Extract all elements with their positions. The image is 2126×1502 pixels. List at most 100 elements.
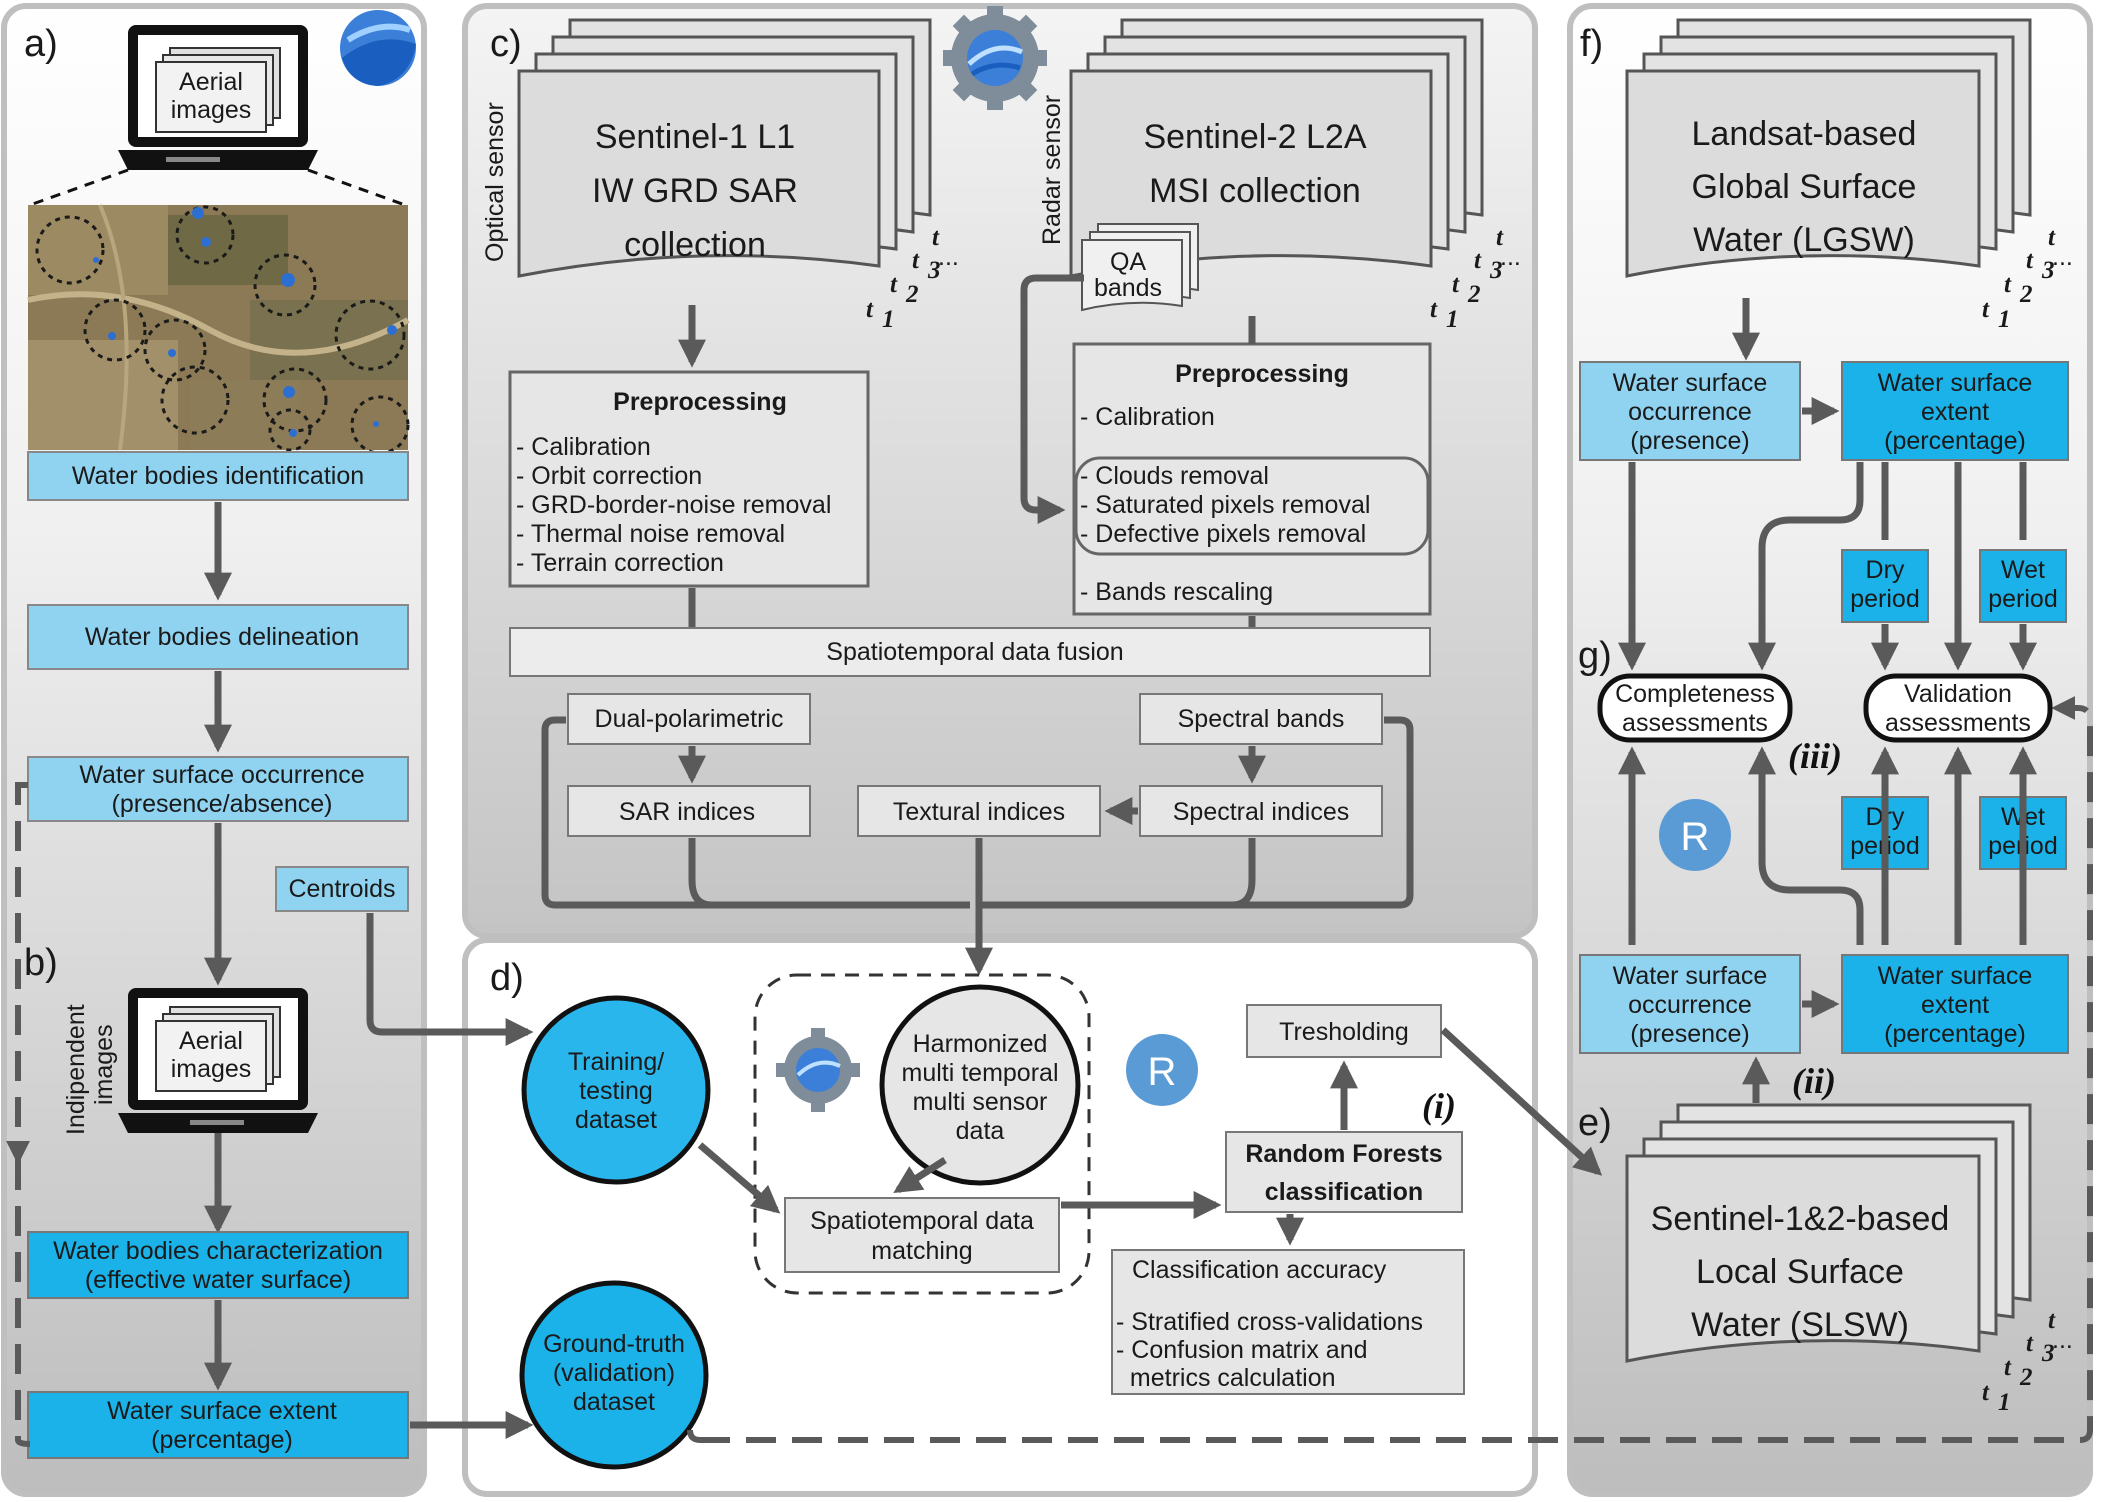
preprocessing-msi-item-defective: - Defective pixels removal bbox=[1080, 520, 1366, 548]
water-bodies-identification-box bbox=[27, 451, 409, 501]
data-fusion-label: Spatiotemporal data fusion bbox=[826, 638, 1123, 666]
water-bodies-delineation-label: Water bodies delineation bbox=[85, 623, 359, 651]
lgsw-dry-period-box bbox=[1841, 549, 1929, 623]
slsw-extent-line2: extent bbox=[1921, 991, 1989, 1019]
laptop-top-label-line2: images bbox=[171, 96, 252, 124]
laptop-bottom: Aerial images bbox=[118, 988, 318, 1133]
laptop-bottom-label-line2: images bbox=[171, 1055, 252, 1083]
svg-text:t: t bbox=[2004, 1354, 2012, 1381]
preprocessing-sar-item-4: - Thermal noise removal bbox=[516, 520, 785, 548]
water-bodies-characterization-box bbox=[27, 1231, 409, 1299]
lgsw-extent-line2: extent bbox=[1921, 398, 1989, 426]
panel-label-d: d) bbox=[490, 957, 524, 999]
panel-fge-arrows bbox=[1618, 298, 2037, 1103]
qa-bands-line1: QA bbox=[1110, 248, 1146, 276]
harmonized-line4: data bbox=[956, 1117, 1005, 1145]
preprocessing-msi-item-calibration: - Calibration bbox=[1080, 403, 1215, 431]
r-logo-d-icon bbox=[1126, 1034, 1198, 1106]
water-surface-extent-b-line1: Water surface extent bbox=[107, 1397, 337, 1425]
laptop-top-label-line1: Aerial bbox=[179, 68, 243, 96]
spatiotemporal-matching-box bbox=[784, 1197, 1060, 1273]
water-surface-occurrence-a-box bbox=[27, 756, 409, 822]
sentinel2-title-line1: Sentinel-2 L2A bbox=[1143, 118, 1366, 156]
slsw-occurrence-line1: Water surface bbox=[1613, 962, 1768, 990]
preprocessing-sar-item-3: - GRD-border-noise removal bbox=[516, 491, 831, 519]
svg-text:t: t bbox=[932, 224, 940, 251]
independent-images-line1: Indipendent bbox=[62, 1004, 90, 1135]
completeness-line2: assessments bbox=[1622, 709, 1768, 737]
slsw-title-line1: Sentinel-1&2-based bbox=[1651, 1200, 1950, 1238]
ground-truth-dataset-circle bbox=[519, 1280, 709, 1470]
preprocessing-msi-item-clouds: - Clouds removal bbox=[1080, 462, 1269, 490]
r-logo-d-label: R bbox=[1148, 1050, 1177, 1094]
ground-truth-line2: (validation) bbox=[553, 1359, 675, 1387]
ground-truth-line3: dataset bbox=[573, 1388, 655, 1416]
validation-line2: assessments bbox=[1885, 709, 2031, 737]
sentinel1-document-stack bbox=[517, 18, 932, 278]
svg-text:t: t bbox=[1982, 296, 1990, 323]
spectral-bands-label: Spectral bands bbox=[1178, 705, 1345, 733]
step-i-label: (i) bbox=[1422, 1086, 1456, 1126]
slsw-extent-box bbox=[1841, 954, 2069, 1054]
training-dataset-line3: dataset bbox=[575, 1106, 657, 1134]
svg-text:t: t bbox=[2026, 1330, 2034, 1357]
r-logo-g-label: R bbox=[1681, 815, 1710, 859]
preprocessing-sar-item-2: - Orbit correction bbox=[516, 462, 702, 490]
preprocessing-sar-item-5: - Terrain correction bbox=[516, 549, 724, 577]
panel-label-b: b) bbox=[24, 942, 58, 984]
preprocessing-msi-item-saturated: - Saturated pixels removal bbox=[1080, 491, 1370, 519]
lgsw-occurrence-box bbox=[1579, 361, 1801, 461]
water-bodies-characterization-line2: (effective water surface) bbox=[85, 1266, 351, 1294]
panel-d-arrows bbox=[697, 1027, 1603, 1246]
spectral-indices-label: Spectral indices bbox=[1173, 798, 1349, 826]
training-dataset-circle bbox=[521, 995, 711, 1185]
radar-sensor-label: Radar sensor bbox=[1038, 95, 1066, 245]
svg-text:t: t bbox=[866, 296, 874, 323]
svg-text:3: 3 bbox=[1489, 257, 1503, 284]
lgsw-wet-period-line2: period bbox=[1988, 585, 2058, 613]
svg-text:1: 1 bbox=[1998, 1389, 2011, 1416]
laptop-top: Aerial images bbox=[118, 25, 318, 170]
sentinel1-title-line1: Sentinel-1 L1 bbox=[595, 118, 795, 156]
svg-text:t: t bbox=[2004, 271, 2012, 298]
sar-indices-label: SAR indices bbox=[619, 798, 755, 826]
spatiotemporal-matching-line2: matching bbox=[871, 1237, 972, 1265]
preprocessing-sar-title: Preprocessing bbox=[613, 388, 787, 416]
svg-text:2: 2 bbox=[2019, 281, 2033, 308]
dashed-loop-return bbox=[15, 708, 2093, 1447]
svg-text:t: t bbox=[2048, 224, 2056, 251]
water-bodies-delineation-box bbox=[27, 604, 409, 670]
spectral-indices-box bbox=[1139, 785, 1383, 837]
slsw-title-line3: Water (SLSW) bbox=[1691, 1306, 1909, 1344]
panel-c-arrows bbox=[678, 274, 1256, 628]
spatiotemporal-matching-line1: Spatiotemporal data bbox=[810, 1207, 1034, 1235]
harmonized-line1: Harmonized bbox=[913, 1030, 1048, 1058]
water-surface-extent-b-box bbox=[27, 1391, 409, 1459]
lgsw-document-stack bbox=[1625, 18, 2032, 278]
training-dataset-line2: testing bbox=[579, 1077, 653, 1105]
water-surface-occurrence-a-line1: Water surface occurrence bbox=[79, 761, 364, 789]
water-bodies-identification-label: Water bodies identification bbox=[72, 462, 364, 490]
panel-label-a: a) bbox=[24, 23, 58, 65]
svg-text:t: t bbox=[912, 247, 920, 274]
completeness-assessments-box bbox=[1597, 673, 1793, 743]
aerial-map-image bbox=[27, 204, 410, 455]
classification-accuracy-box bbox=[1111, 1249, 1465, 1395]
earth-engine-gear-icon bbox=[943, 6, 1047, 110]
sentinel1-title-line3: collection bbox=[624, 226, 766, 264]
data-fusion-box bbox=[509, 627, 1431, 677]
random-forests-box bbox=[1225, 1131, 1463, 1213]
slsw-occurrence-box bbox=[1579, 954, 1801, 1054]
water-surface-extent-b-line2: (percentage) bbox=[151, 1426, 293, 1454]
classification-accuracy-item-3: metrics calculation bbox=[1116, 1364, 1336, 1392]
centroids-box bbox=[275, 866, 409, 912]
panel-label-g: g) bbox=[1578, 635, 1612, 677]
sentinel2-document-stack bbox=[1069, 18, 1484, 278]
tresholding-label: Tresholding bbox=[1279, 1018, 1409, 1046]
ground-truth-line1: Ground-truth bbox=[543, 1330, 685, 1358]
water-bodies-characterization-line1: Water bodies characterization bbox=[53, 1237, 383, 1265]
panel-label-f: f) bbox=[1580, 23, 1603, 65]
